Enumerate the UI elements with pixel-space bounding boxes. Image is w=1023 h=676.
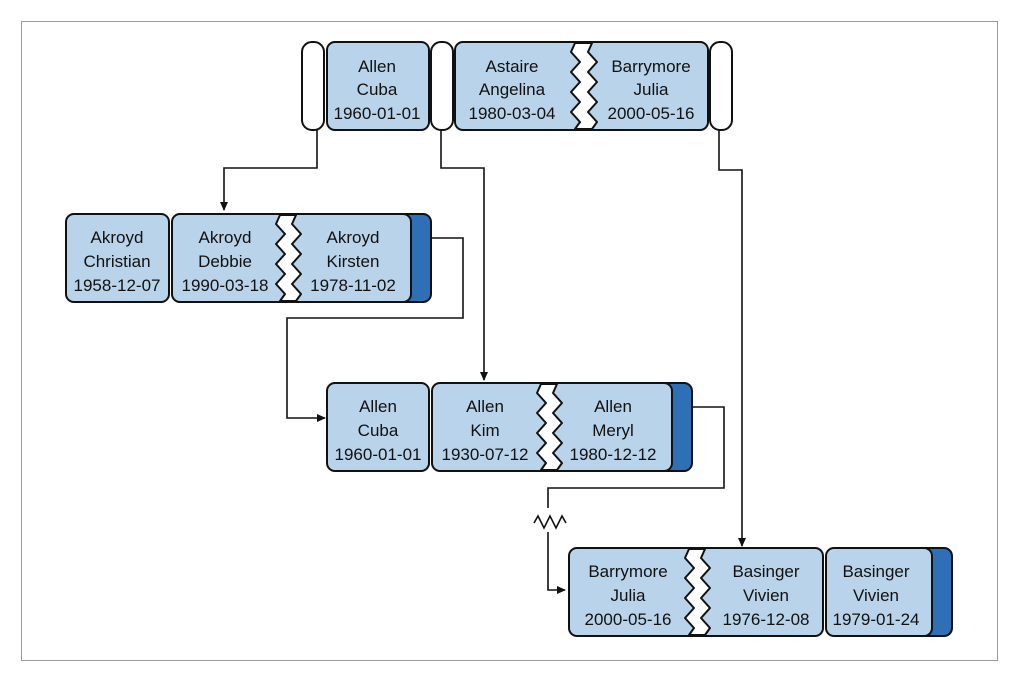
leaf3-entry-3-last: Basinger	[842, 562, 909, 581]
leaf2-entry-3-date: 1980-12-12	[570, 445, 657, 464]
connector-leaf-akroyd-next	[286, 237, 464, 422]
connector-root-to-leaf-akroyd	[220, 130, 318, 211]
leaf1-entry-1-date: 1958-12-07	[74, 276, 161, 295]
leaf-node-barrymore: Barrymore Julia 2000-05-16 Basinger Vivi…	[568, 547, 953, 637]
leaf1-entry-2-date: 1990-03-18	[182, 276, 269, 295]
root-entry-2-date: 1980-03-04	[469, 104, 556, 123]
leaf3-entry-1-date: 2000-05-16	[585, 610, 672, 629]
leaf2-entry-2-date: 1930-07-12	[442, 445, 529, 464]
root-entry-3-last: Barrymore	[611, 57, 690, 76]
connectors	[220, 130, 746, 594]
leaf2-entry-3-last: Allen	[594, 397, 632, 416]
root-pointer-slot-mid	[430, 41, 454, 131]
connector-root-to-leaf-barrymore	[718, 130, 746, 547]
leaf1-cell-1	[65, 213, 170, 303]
root-pointer-slot-left	[301, 41, 325, 131]
connector-leaf-allen-next	[547, 406, 725, 508]
leaf1-entry-1-last: Akroyd	[91, 228, 144, 247]
leaf1-entry-2-first: Debbie	[198, 252, 252, 271]
leaf1-entry-2-last: Akroyd	[199, 228, 252, 247]
leaf3-entry-2-first: Vivien	[743, 586, 789, 605]
leaf3-break-icon	[684, 548, 711, 636]
leaf1-entry-3-last: Akroyd	[327, 228, 380, 247]
gap-zigzag-icon	[533, 514, 567, 530]
root-entry-2-last: Astaire	[486, 57, 539, 76]
leaf2-entry-1-first: Cuba	[358, 421, 399, 440]
leaf1-entry-1-first: Christian	[83, 252, 150, 271]
leaf3-entry-3-first: Vivien	[853, 586, 899, 605]
leaf3-entry-2-date: 1976-12-08	[723, 610, 810, 629]
leaf3-entry-1-first: Julia	[611, 586, 647, 605]
root-entry-1-last: Allen	[358, 57, 396, 76]
connector-leaf-allen-next-cont	[547, 532, 566, 594]
root-entry-2-first: Angelina	[479, 80, 546, 99]
leaf2-cell-1	[326, 382, 430, 472]
leaf2-entry-1-last: Allen	[359, 397, 397, 416]
connector-root-to-leaf-allen	[440, 130, 488, 381]
root-cell-allen	[326, 41, 430, 131]
root-entry-3-first: Julia	[634, 80, 670, 99]
root-node: Allen Cuba 1960-01-01 Astaire Angelina 1…	[301, 41, 733, 131]
leaf3-entry-1-last: Barrymore	[588, 562, 667, 581]
leaf3-entry-3-date: 1979-01-24	[833, 610, 920, 629]
root-pointer-slot-right	[709, 41, 733, 131]
leaf2-break-icon	[536, 383, 563, 471]
leaf3-cell-3	[825, 547, 933, 637]
leaf2-entry-1-date: 1960-01-01	[335, 445, 422, 464]
root-entry-1-first: Cuba	[357, 80, 398, 99]
root-break-icon	[570, 42, 598, 130]
root-entry-1-date: 1960-01-01	[334, 104, 421, 123]
leaf1-break-icon	[275, 214, 302, 302]
root-entry-3-date: 2000-05-16	[608, 104, 695, 123]
leaf3-entry-2-last: Basinger	[732, 562, 799, 581]
leaf1-entry-3-date: 1978-11-02	[310, 276, 396, 295]
leaf2-entry-2-first: Kim	[470, 421, 499, 440]
leaf-node-akroyd: Akroyd Christian 1958-12-07 Akroyd Debbi…	[65, 213, 432, 303]
leaf1-entry-3-first: Kirsten	[327, 252, 380, 271]
leaf2-entry-2-last: Allen	[466, 397, 504, 416]
leaf-node-allen: Allen Cuba 1960-01-01 Allen Kim 1930-07-…	[326, 382, 693, 472]
leaf2-entry-3-first: Meryl	[592, 421, 634, 440]
